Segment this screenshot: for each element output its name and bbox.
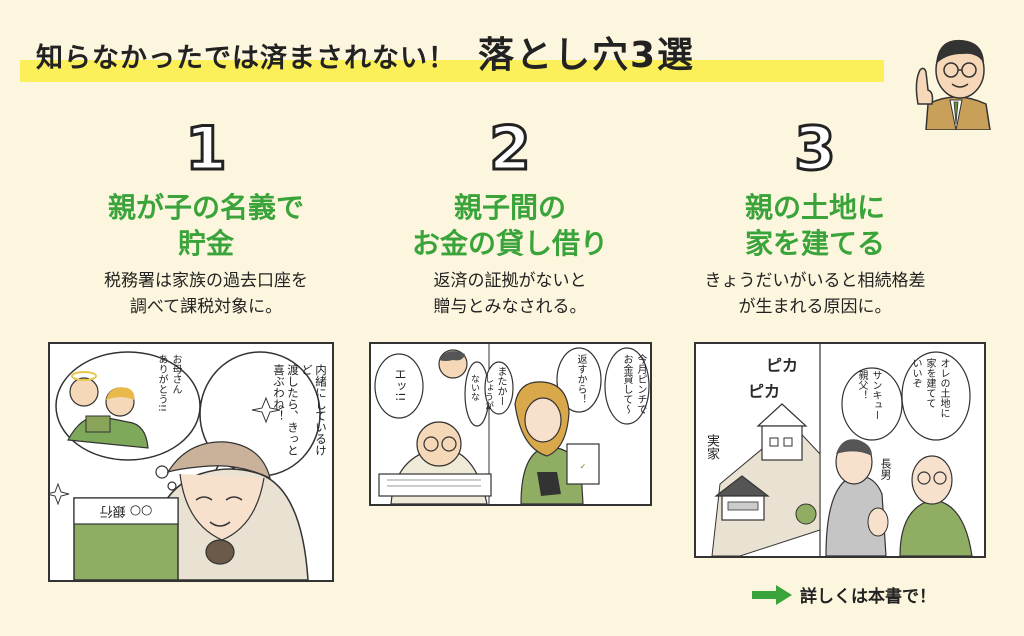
- pitfall-description: きょうだいがいると相続格差 が生まれる原因に。: [665, 268, 965, 320]
- bubble-line: ありがとう!!: [156, 354, 167, 413]
- pitfall-2: 2 親子間の お金の貸し借り 返済の証拠がないと 贈与とみなされる。: [360, 112, 660, 320]
- bubble-line: 家を建てて: [924, 358, 935, 408]
- heading-line: 親が子の名義で: [107, 191, 304, 224]
- eldest-son-label: 長男: [879, 458, 892, 480]
- read-more-text[interactable]: 詳しくは本書で！: [800, 587, 936, 607]
- passbook-label: ○○ 銀行: [100, 503, 153, 518]
- bubble-father: しょうが ないな: [467, 374, 495, 424]
- heading-line: 貯金: [177, 227, 234, 260]
- pitfall-heading: 親子間の お金の貸し借り: [360, 190, 660, 262]
- arrow-right-icon: [752, 584, 792, 605]
- heading-line: 家を建てる: [744, 227, 885, 260]
- title-highlight-band: [20, 60, 884, 82]
- bubble-line: またかー: [495, 366, 506, 406]
- pitfall-number: 2: [488, 113, 533, 186]
- desc-line: 税務署は家族の過去口座を: [104, 271, 308, 291]
- bubble-line: エッ!!: [393, 368, 407, 402]
- desc-line: 贈与とみなされる。: [433, 297, 587, 317]
- sparkle-text: ピカ: [766, 356, 799, 375]
- desc-line: が生まれる原因に。: [738, 297, 892, 317]
- manga-illustration-2: ✓: [374, 344, 650, 504]
- pitfall-description: 税務署は家族の過去口座を 調べて課税対象に。: [56, 268, 356, 320]
- heading-line: お金の貸し借り: [411, 227, 608, 260]
- bubble-line: お金貸して〜: [621, 354, 632, 414]
- bubble-line: 返すから！: [575, 354, 586, 404]
- bubble-son: サンキュー 親父！: [854, 370, 882, 434]
- desc-line: 返済の証拠がないと: [433, 271, 587, 291]
- bubble-main: 内緒にしているけど 渡したら、きっと 喜ぶわね！: [272, 364, 328, 464]
- bubble-line: オレの土地に: [938, 358, 949, 418]
- pitfall-number: 3: [793, 113, 838, 186]
- manga-illustration-3: [711, 344, 973, 556]
- manga-illustration-1: ○○ 銀行: [50, 351, 321, 580]
- pitfall-heading: 親が子の名義で 貯金: [56, 190, 356, 262]
- manga-panel-2: ✓ 今月ピンチで お金貸して〜 返すから！ またかー エッ!! しょうが ないな: [369, 342, 652, 506]
- bubble-ett: エッ!!: [393, 368, 407, 408]
- page-title: 知らなかったでは済まされない！ 落とし穴3選: [36, 26, 695, 86]
- desc-line: 調べて課税対象に。: [129, 297, 283, 317]
- bubble-line: ないな: [469, 374, 479, 401]
- title-lead: 知らなかったでは済まされない！: [36, 43, 456, 74]
- jikka-label: 実家: [704, 434, 719, 460]
- heading-line: 親の土地に: [744, 191, 885, 224]
- bubble-line: 親父！: [856, 370, 867, 400]
- heading-line: 親子間の: [453, 191, 566, 224]
- bubble-thought: お母さん ありがとう!!: [154, 354, 182, 414]
- bubble-line: しょうが: [483, 374, 493, 410]
- sparkle-text: ピカ: [748, 382, 781, 401]
- pitfall-description: 返済の証拠がないと 贈与とみなされる。: [360, 268, 660, 320]
- bubble-line: 渡したら、きっと: [286, 364, 300, 456]
- manga-panel-1: ○○ 銀行 内緒にしているけど 渡したら、きっと 喜ぶわね！ お母さん ありがと…: [48, 342, 334, 582]
- read-more-link[interactable]: 詳しくは本書で！: [752, 582, 936, 607]
- desc-line: きょうだいがいると相続格差: [704, 271, 926, 291]
- bubble-line: サンキュー: [870, 370, 881, 420]
- bubble-daughter: 今月ピンチで お金貸して〜: [619, 354, 647, 424]
- svg-text:✓: ✓: [580, 462, 587, 471]
- bubble-line: 喜ぶわね！: [272, 364, 286, 422]
- bubble-return: 返すから！: [573, 354, 587, 404]
- bubble-line: いいぞ: [910, 358, 921, 388]
- bubble-line: 内緒にしているけど: [300, 364, 328, 456]
- manga-panel-3: ピカ ピカ 実家 オレの土地に 家を建てて いいぞ サンキュー 親父！ 長男: [694, 342, 986, 558]
- bubble-father: オレの土地に 家を建てて いいぞ: [908, 358, 950, 438]
- bubble-line: お母さん: [170, 354, 181, 394]
- bubble-line: 今月ピンチで: [635, 354, 646, 414]
- advisor-illustration: [915, 39, 991, 130]
- bubble-again: またかー: [493, 366, 507, 406]
- pitfall-3: 3 親の土地に 家を建てる きょうだいがいると相続格差 が生まれる原因に。: [665, 112, 965, 320]
- pitfall-number: 1: [184, 113, 229, 186]
- title-main: 落とし穴3選: [478, 35, 696, 76]
- pitfall-1: 1 親が子の名義で 貯金 税務署は家族の過去口座を 調べて課税対象に。: [56, 112, 356, 320]
- pitfall-heading: 親の土地に 家を建てる: [665, 190, 965, 262]
